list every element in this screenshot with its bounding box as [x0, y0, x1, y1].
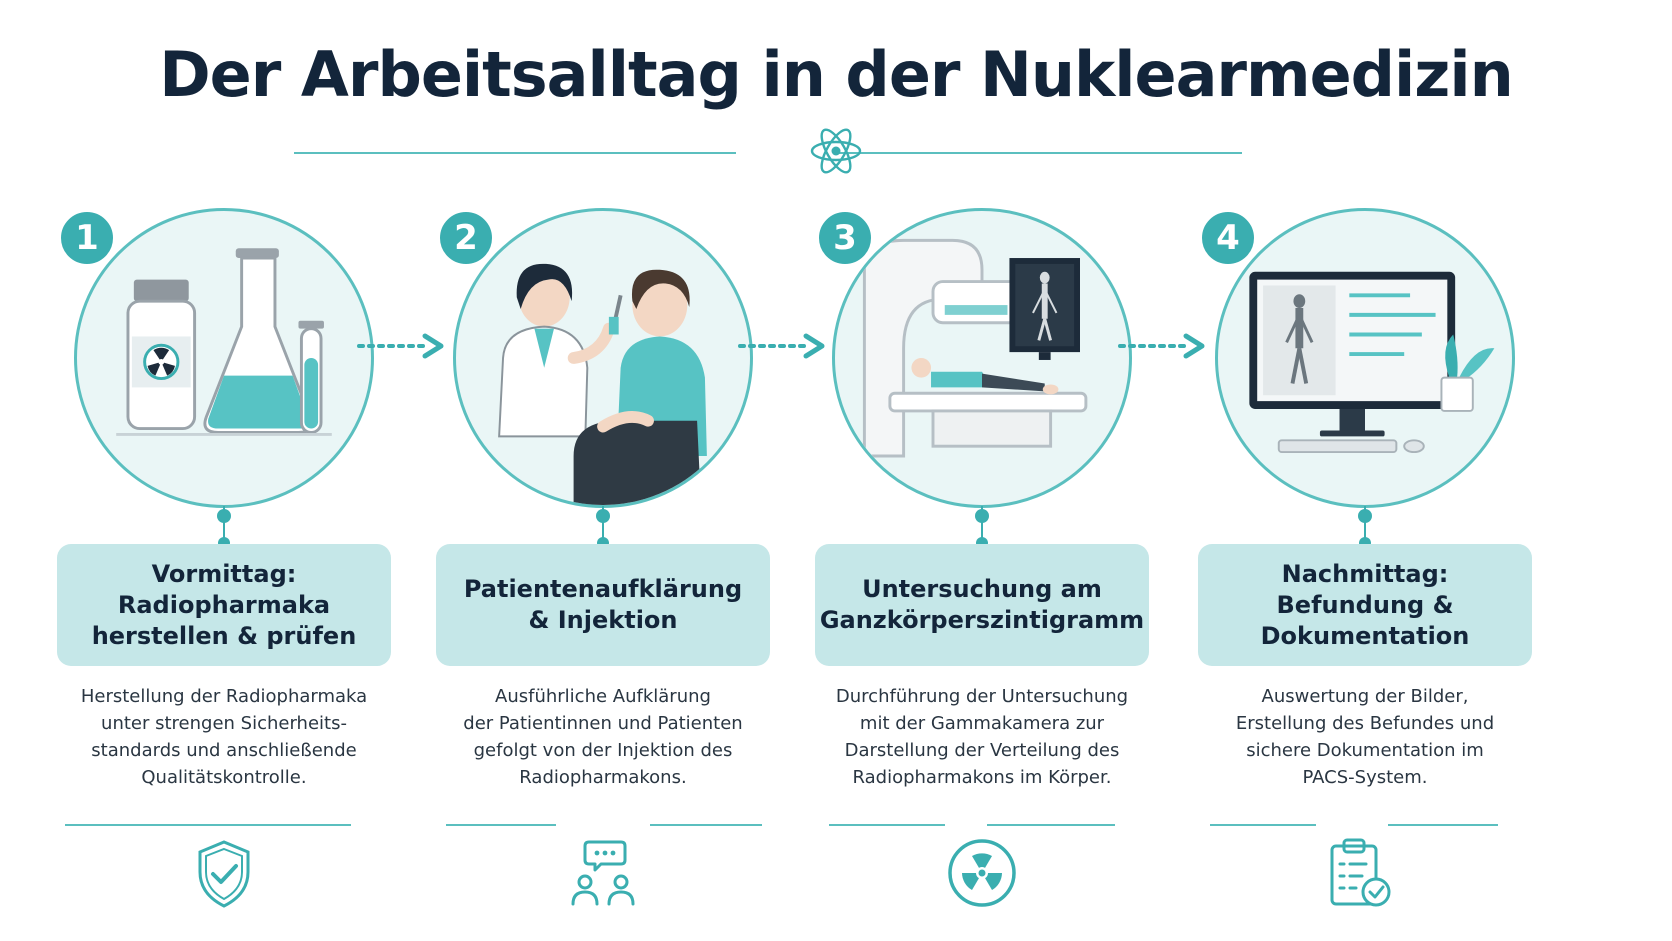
label-line: herstellen & prüfen — [91, 621, 357, 650]
step-2: 2 Patientenaufklärung & Injektion Ausfüh… — [436, 208, 770, 928]
step-illustration — [453, 208, 753, 508]
connector-dot — [596, 509, 610, 523]
label-line: Patientenaufklärung — [463, 575, 743, 603]
description-line: mit der Gammakamera zur — [859, 713, 1105, 734]
separator-line — [446, 824, 556, 826]
step-description: Ausführliche Aufklärung der Patientinnen… — [436, 683, 770, 791]
atom-icon — [806, 121, 866, 181]
step-illustration — [74, 208, 374, 508]
title-divider-right — [836, 152, 1242, 154]
step-3: 3 Untersuchung am Ganzkörperszintigramm … — [815, 208, 1149, 928]
label-line: Vormittag: — [151, 559, 297, 588]
description-line: PACS-System. — [1302, 767, 1428, 788]
label-line: Radiopharmaka — [117, 590, 331, 619]
description-line: standards und anschließende — [91, 740, 357, 761]
shield-check-icon — [192, 836, 256, 910]
connector-dot — [217, 509, 231, 523]
separator-line — [1388, 824, 1498, 826]
description-line: Ausführliche Aufklärung — [495, 686, 711, 707]
step-1: 1 Vormittag: Radiopharmaka herstellen & … — [57, 208, 391, 928]
description-line: Radiopharmakons im Körper. — [852, 767, 1112, 788]
description-line: Qualitätskontrolle. — [141, 767, 307, 788]
step-label: Nachmittag: Befundung & Dokumentation — [1198, 544, 1532, 666]
step-number-badge: 2 — [436, 208, 496, 268]
label-line: & Injektion — [528, 606, 678, 634]
connector-dot — [975, 509, 989, 523]
step-label: Vormittag: Radiopharmaka herstellen & pr… — [57, 544, 391, 666]
separator-line — [65, 824, 351, 826]
flow-arrow-1 — [355, 331, 445, 361]
conversation-people-icon — [571, 836, 635, 910]
description-line: Herstellung der Radiopharmaka — [80, 686, 368, 707]
flow-arrow-2 — [736, 331, 826, 361]
step-number-badge: 4 — [1198, 208, 1258, 268]
separator-line — [1210, 824, 1316, 826]
description-line: Radiopharmakons. — [519, 767, 687, 788]
description-line: gefolgt von der Injektion des — [473, 740, 733, 761]
step-description: Auswertung der Bilder, Erstellung des Be… — [1198, 683, 1532, 791]
label-line: Nachmittag: — [1281, 559, 1449, 588]
step-illustration — [832, 208, 1132, 508]
step-illustration — [1215, 208, 1515, 508]
title-divider-left — [294, 152, 736, 154]
step-description: Herstellung der Radiopharmaka unter stre… — [57, 683, 391, 791]
flow-arrow-3 — [1116, 331, 1206, 361]
label-line: Befundung & — [1276, 590, 1454, 619]
description-line: unter strengen Sicherheits- — [101, 713, 347, 734]
page-title: Der Arbeitsalltag in der Nuklearmedizin — [159, 38, 1514, 111]
separator-line — [987, 824, 1115, 826]
connector-stem — [223, 506, 225, 544]
radiation-icon — [945, 836, 1019, 910]
connector-stem — [1364, 506, 1366, 544]
label-line: Untersuchung am — [862, 575, 1102, 603]
step-4: 4 Nachmittag: Befundung & Dokumentation … — [1198, 208, 1532, 928]
step-description: Durchführung der Untersuchung mit der Ga… — [815, 683, 1149, 791]
connector-dot — [1358, 509, 1372, 523]
description-line: Erstellung des Befundes und — [1235, 713, 1495, 734]
label-line: Ganzkörperszintigramm — [819, 606, 1145, 634]
description-line: Darstellung der Verteilung des — [844, 740, 1120, 761]
label-line: Dokumentation — [1260, 621, 1470, 650]
description-line: Durchführung der Untersuchung — [835, 686, 1129, 707]
description-line: Auswertung der Bilder, — [1261, 686, 1469, 707]
connector-stem — [602, 506, 604, 544]
separator-line — [829, 824, 945, 826]
clipboard-check-icon — [1326, 836, 1396, 910]
step-number-badge: 3 — [815, 208, 875, 268]
step-label: Patientenaufklärung & Injektion — [436, 544, 770, 666]
separator-line — [650, 824, 762, 826]
description-line: sichere Dokumentation im — [1246, 740, 1484, 761]
description-line: der Patientinnen und Patienten — [463, 713, 743, 734]
connector-stem — [981, 506, 983, 544]
step-number-badge: 1 — [57, 208, 117, 268]
step-label: Untersuchung am Ganzkörperszintigramm — [815, 544, 1149, 666]
